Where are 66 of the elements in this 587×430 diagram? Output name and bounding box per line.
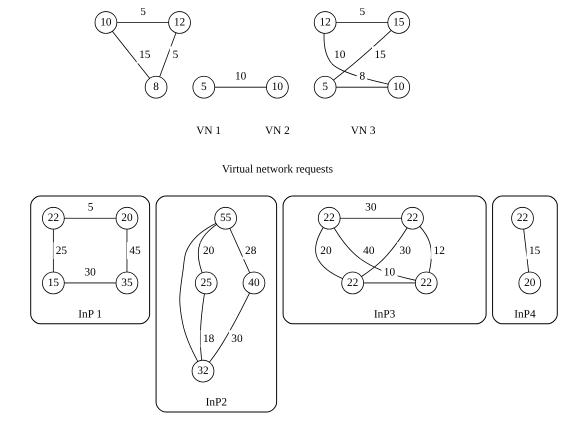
node-circle: 55: [214, 206, 236, 230]
connector: [340, 218, 402, 219]
connector: [335, 86, 388, 88]
node-circle: 22: [414, 272, 438, 294]
edge-label: 40: [362, 244, 374, 257]
edge-label: 30: [399, 244, 410, 257]
node-circle: 20: [115, 206, 138, 230]
connector: [199, 293, 204, 361]
node-circle: 22: [340, 272, 364, 294]
connector: [112, 31, 150, 79]
node-circle: 22: [510, 206, 534, 230]
node-circle: 32: [191, 360, 214, 382]
node-circle: 40: [242, 272, 265, 294]
connector: [208, 292, 250, 363]
edge-label: 30: [84, 266, 96, 278]
connector: [126, 228, 127, 272]
connector: [228, 228, 250, 274]
edge-label: 30: [364, 202, 376, 214]
label: Virtual network requests: [221, 164, 333, 176]
node-circle: 5: [313, 76, 336, 99]
label: VN 2: [264, 124, 290, 137]
connector: [332, 30, 391, 80]
edge-label: 20: [202, 244, 214, 257]
connector: [158, 32, 176, 78]
label: VN 3: [350, 124, 376, 137]
edge-label: 25: [55, 244, 67, 257]
node-circle: 10: [94, 11, 117, 34]
connector: [64, 218, 116, 219]
node-circle: 22: [400, 206, 424, 230]
label: VN 1: [196, 124, 221, 137]
edge-label: 10: [334, 49, 345, 62]
connector: [64, 282, 116, 284]
edge-label: 18: [202, 333, 214, 346]
node-circle: 15: [42, 272, 64, 294]
node-circle: 8: [144, 76, 167, 99]
node-circle: 15: [386, 11, 410, 34]
edge-label: 20: [320, 244, 332, 257]
node-circle: 10: [266, 76, 288, 99]
connector: [116, 22, 168, 23]
connector: [362, 282, 416, 284]
connector: [335, 22, 388, 23]
connector: [214, 86, 266, 88]
node-circle: 20: [518, 272, 541, 294]
edge-label: 30: [230, 333, 242, 346]
node-circle: 25: [194, 272, 218, 294]
edge-label: 5: [172, 49, 178, 62]
connector: [52, 228, 54, 272]
node-circle: 5: [192, 76, 215, 99]
edge-label: 28: [244, 244, 256, 257]
edge-label: 10: [383, 266, 395, 278]
node-circle: 12: [313, 11, 336, 34]
node-circle: 22: [317, 206, 340, 230]
edge-label: 12: [433, 244, 444, 257]
node-circle: 12: [168, 11, 190, 34]
connector: [522, 228, 529, 272]
edge-label: 15: [528, 244, 540, 257]
node-circle: 35: [115, 272, 138, 294]
edge-label: 8: [359, 70, 365, 83]
node-circle: 22: [42, 206, 64, 230]
connector: [314, 227, 342, 279]
edge-label: 10: [234, 70, 246, 83]
edge-label: 5: [87, 202, 93, 214]
edge-label: 15: [138, 49, 150, 62]
node-circle: 10: [386, 76, 410, 99]
edge-label: 15: [374, 49, 386, 62]
edge-label: 45: [128, 244, 140, 257]
